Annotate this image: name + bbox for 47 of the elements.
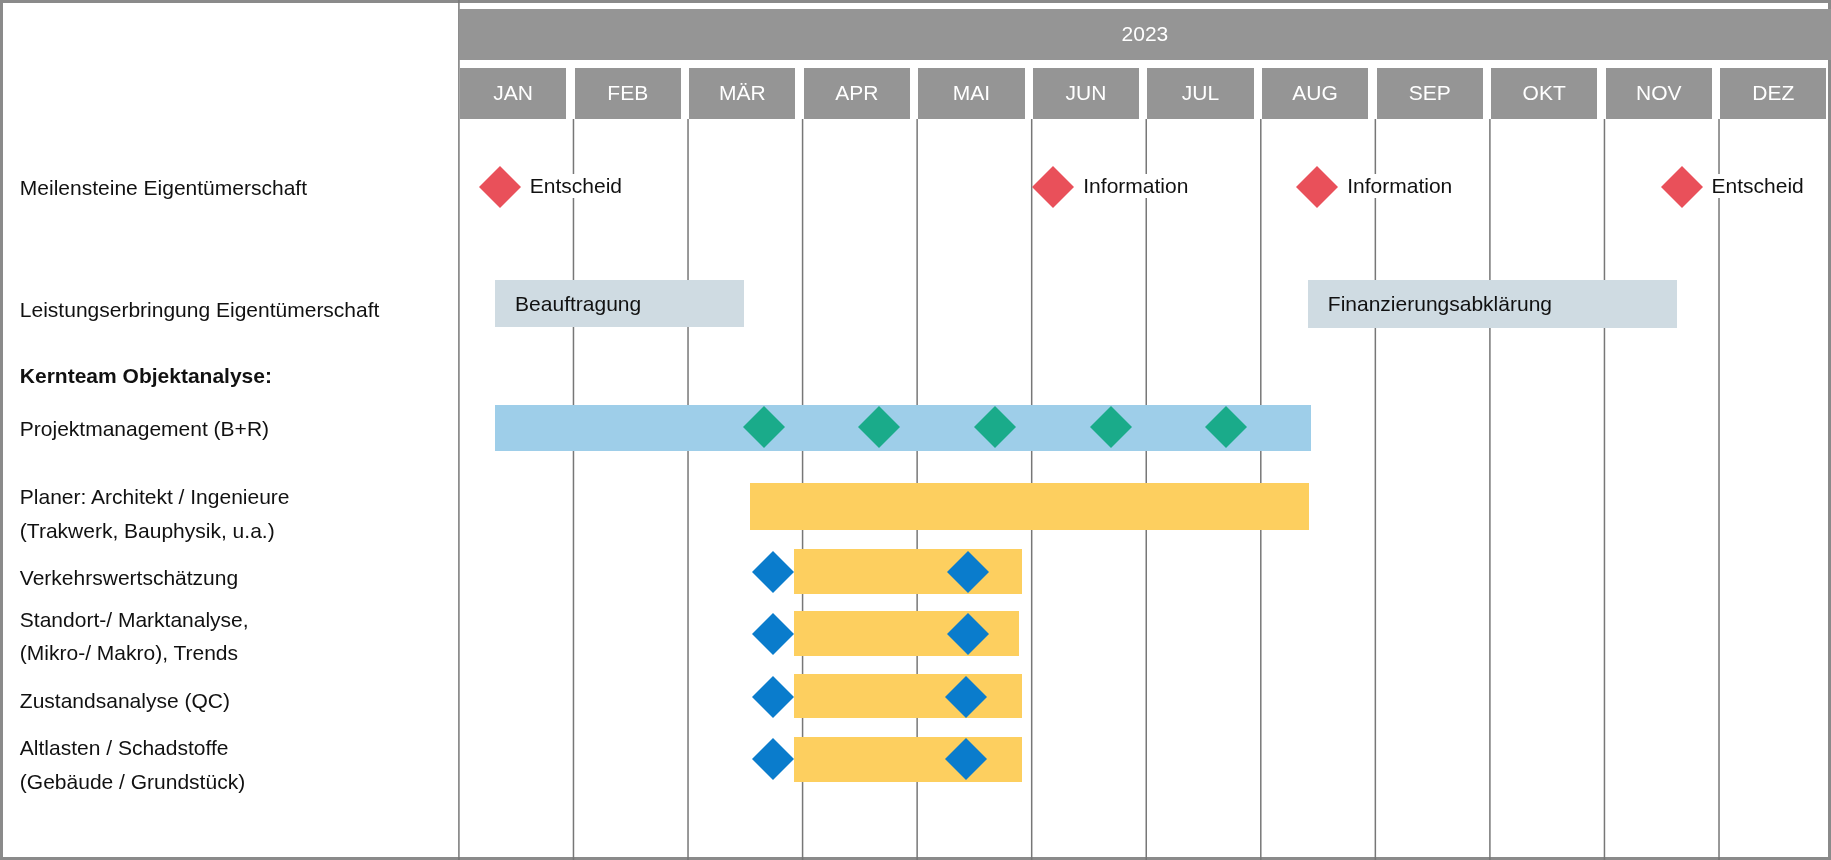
- milestone-diamond: [944, 738, 987, 780]
- task-bar: [794, 673, 1022, 719]
- milestone-diamond: [858, 406, 901, 449]
- milestone-diamond: [752, 551, 795, 594]
- row-label: Meilensteine Eigentümerschaft: [19, 175, 308, 202]
- row-label: Standort-/ Marktanalyse, (Mikro-/ Makro), Trends: [19, 606, 250, 667]
- milestone-diamond: [752, 676, 795, 719]
- task-bar: [749, 483, 1309, 531]
- milestone-diamond: [1032, 165, 1075, 208]
- year-header: 2023: [458, 9, 1831, 60]
- milestone-diamond: [742, 406, 785, 449]
- month-header: FEB: [574, 67, 681, 120]
- row-label: Projektmanagement (B+R): [19, 415, 271, 442]
- month-header: OKT: [1491, 67, 1598, 120]
- milestone-diamond: [1660, 165, 1703, 208]
- milestone-diamond: [1089, 406, 1132, 449]
- milestone-diamond: [752, 738, 795, 780]
- milestone-diamond: [1205, 406, 1248, 449]
- milestone-diamond: [1296, 165, 1339, 208]
- milestone-diamond: [973, 406, 1016, 449]
- month-header: SEP: [1376, 67, 1483, 120]
- task-bar: [794, 736, 1022, 783]
- task-bar: [794, 548, 1022, 595]
- month-header: NOV: [1605, 67, 1712, 120]
- row-label: Altlasten / Schadstoffe (Gebäude / Grundstück): [19, 735, 247, 795]
- milestone-diamond: [478, 165, 521, 208]
- month-header: AUG: [1261, 67, 1369, 120]
- month-header: JUN: [1032, 67, 1140, 120]
- month-header: MÄR: [689, 67, 796, 120]
- month-header: MAI: [918, 67, 1025, 120]
- milestone-diamond: [947, 613, 990, 656]
- row-label: Kernteam Objektanalyse:: [19, 363, 273, 390]
- task-bar: [495, 405, 1312, 451]
- month-header: JAN: [460, 67, 567, 120]
- milestone-diamond: [752, 613, 795, 656]
- row-label: Planer: Architekt / Ingenieure (Trakwerk, Bauphysik, u.a.): [19, 484, 291, 544]
- month-header: JUL: [1147, 67, 1254, 120]
- row-label: Zustandsanalyse (QC): [19, 687, 231, 714]
- month-header: APR: [803, 67, 910, 120]
- row-label: Leistungserbringung Eigentümerschaft: [19, 296, 381, 323]
- task-bar: Finanzierungsabklärung: [1307, 280, 1677, 329]
- task-bar: Beauftragung: [495, 280, 744, 327]
- month-header: DEZ: [1720, 67, 1827, 120]
- row-label: Verkehrswertschätzung: [19, 565, 240, 592]
- milestone-diamond: [944, 676, 987, 719]
- milestone-diamond: [947, 551, 990, 594]
- task-bar: [794, 610, 1020, 657]
